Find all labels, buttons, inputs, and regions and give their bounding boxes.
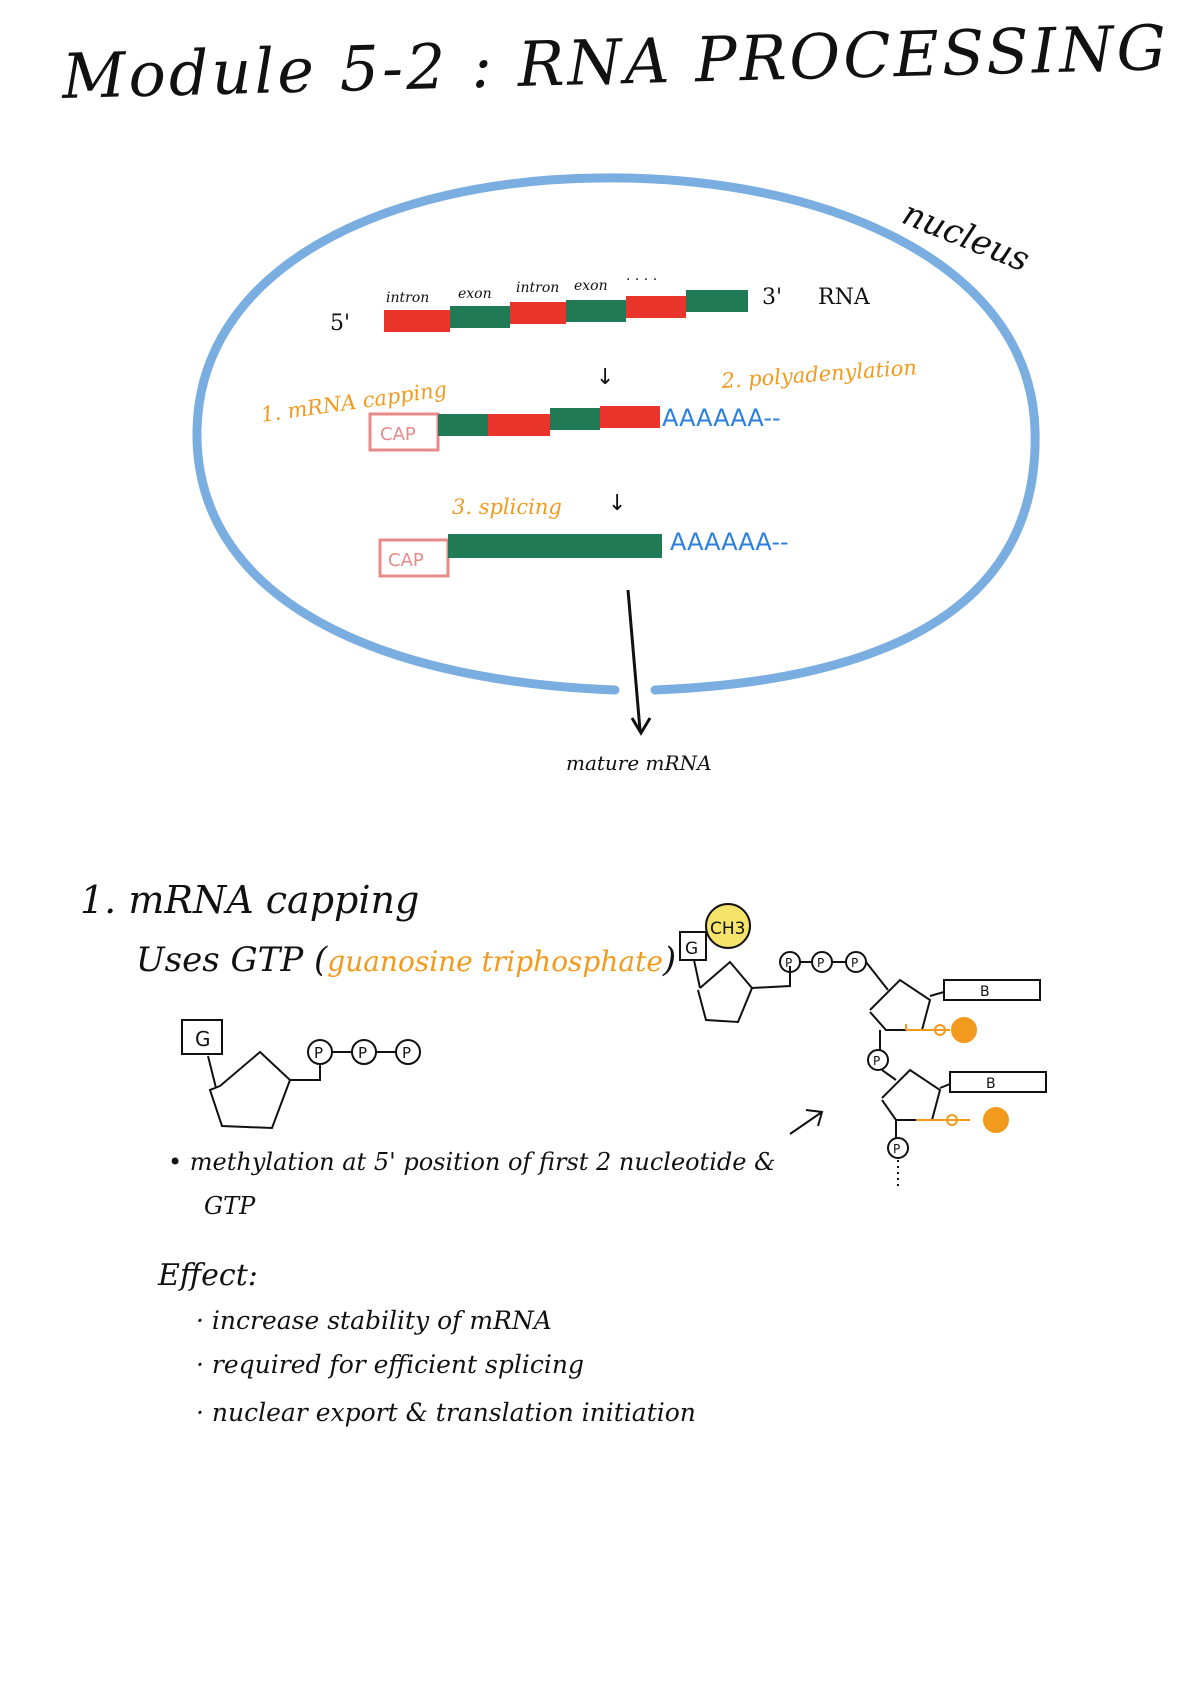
five-prime-label: 5' [330, 311, 350, 336]
svg-text:P: P [785, 956, 792, 970]
phosphate-bond [290, 1064, 321, 1081]
exon-segment [450, 306, 510, 328]
base-1 [943, 979, 1041, 1001]
uses-gtp-expansion: guanosine triphosphate [327, 945, 663, 978]
phosphate-label: P [314, 1044, 323, 1062]
rna-label: RNA [818, 285, 871, 310]
base-label: B [980, 984, 990, 1000]
intron-segment [384, 310, 450, 332]
cap-label: CAP [380, 424, 416, 445]
pointer-arrow [789, 1111, 823, 1135]
nucleus-label: nucleus [897, 193, 1035, 280]
segment-label-intron: intron [516, 280, 559, 296]
three-prime-label: 3' [762, 285, 782, 310]
linking-phosphate-1 [867, 1049, 889, 1071]
ch3-label: CH3 [710, 919, 745, 939]
svg-text:P: P [817, 956, 824, 970]
down-arrow-2: ↓ [608, 491, 626, 516]
base-label: B [986, 1076, 996, 1092]
mature-exon-strand [448, 534, 662, 558]
nucleus-membrane [192, 173, 1040, 695]
ch3-group [705, 903, 751, 949]
linking-phosphate-2 [887, 1137, 909, 1159]
segment-label-ellipsis: · · · · [626, 272, 657, 288]
uses-gtp-line: Uses GTP (guanosine triphosphate) [136, 940, 676, 980]
intron-segment [510, 302, 566, 324]
segment-label-exon: exon [574, 278, 608, 294]
phosphate-3 [395, 1039, 421, 1065]
svg-text:P: P [851, 956, 858, 970]
guanine-box [679, 931, 707, 961]
methyl-group-2 [983, 1107, 1009, 1133]
export-arrowhead [630, 717, 652, 736]
step2-label: 2. polyadenylation [720, 355, 918, 393]
nucleotide-sugar-1 [869, 978, 932, 1031]
effect-heading: Effect: [158, 1258, 258, 1293]
output-label: mature mRNA [566, 751, 712, 775]
methyl-group-1 [951, 1017, 977, 1043]
phosphate-label: P [358, 1044, 367, 1062]
svg-text:P: P [873, 1054, 880, 1068]
phosphate-label: P [402, 1044, 411, 1062]
step1-label: 1. mRNA capping [259, 377, 448, 427]
guanine-label: G [195, 1027, 211, 1051]
svg-text:P: P [893, 1142, 900, 1156]
exon-segment [686, 290, 748, 312]
sugar-ring [208, 1050, 292, 1130]
base-bond [207, 1055, 217, 1089]
cap-sugar-ring [697, 960, 754, 1024]
segment-label-intron: intron [386, 290, 429, 306]
intron-segment [626, 296, 686, 318]
segment-label-exon: exon [458, 286, 492, 302]
exon-segment [550, 408, 600, 430]
methylation-bullet: • methylation at 5' position of first 2 … [168, 1148, 776, 1176]
guanine-box [181, 1019, 223, 1055]
guanine-label: G [685, 939, 698, 959]
export-arrow [626, 589, 642, 731]
exon-segment [566, 300, 626, 322]
uses-suffix: ) [662, 940, 677, 980]
effect-item: · nuclear export & translation initiatio… [196, 1398, 696, 1427]
intron-segment [488, 414, 550, 436]
exon-segment [438, 414, 488, 436]
polya-tail: AAAAAA-- [670, 528, 789, 556]
down-arrow-1: ↓ [596, 365, 614, 390]
effect-item: · increase stability of mRNA [196, 1306, 552, 1335]
methylation-bullet-continued: GTP [204, 1192, 256, 1220]
step3-label: 3. splicing [452, 495, 562, 519]
cap-label: CAP [388, 550, 424, 571]
polya-tail: AAAAAA-- [662, 404, 781, 432]
capping-heading: 1. mRNA capping [80, 878, 420, 922]
nucleotide-sugar-2 [881, 1068, 942, 1121]
intron-segment [600, 406, 660, 428]
effect-item: · required for efficient splicing [196, 1350, 584, 1379]
base-2 [949, 1071, 1047, 1093]
uses-prefix: Uses GTP ( [136, 940, 328, 980]
